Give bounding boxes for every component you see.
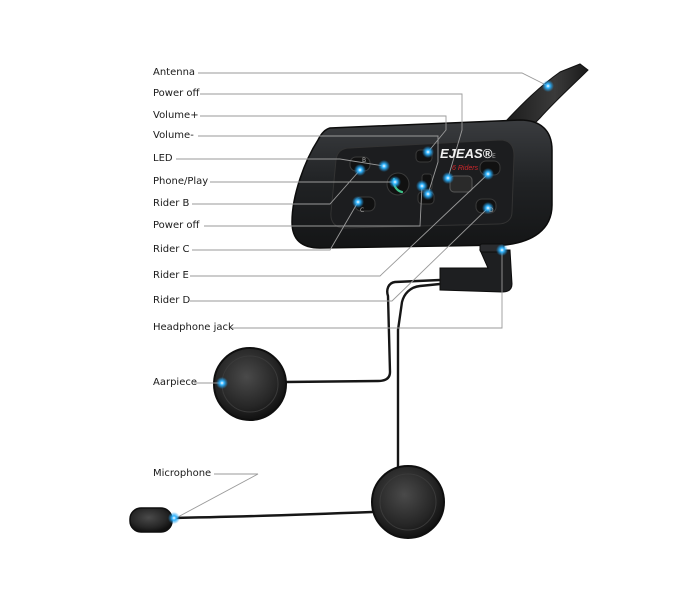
- intercom-unit: [291, 63, 589, 293]
- label-power-off: Power off: [153, 220, 200, 231]
- line-rider-e: [190, 173, 489, 277]
- line-headphone-jack: [230, 250, 503, 329]
- dot-led: [378, 160, 390, 172]
- line-led: [176, 158, 385, 167]
- dot-rider-c: [352, 196, 364, 208]
- line-rider-d: [190, 207, 489, 302]
- dot-power-off: [416, 180, 428, 192]
- line-volume-down: [198, 135, 439, 195]
- device-subtitle: 6 Riders: [452, 165, 479, 172]
- dot-antenna: [542, 80, 554, 92]
- label-power-off-top: Power off: [153, 88, 200, 99]
- dot-headphone-jack: [496, 244, 508, 256]
- label-phone-play: Phone/Play: [153, 176, 209, 187]
- line-volume-up: [200, 115, 447, 153]
- line-power-off: [204, 185, 423, 227]
- marker-dots: [168, 80, 554, 524]
- antenna-shape: [504, 63, 589, 133]
- line-microphone: [175, 473, 259, 519]
- label-headphone-jack: Headphone jack: [153, 322, 234, 333]
- dot-volume-up: [422, 146, 434, 158]
- label-led: LED: [153, 153, 173, 164]
- dot-microphone: [168, 512, 180, 524]
- line-rider-b: [192, 169, 361, 205]
- dot-rider-e: [482, 168, 494, 180]
- label-volume-up: Volume+: [153, 110, 199, 121]
- cable-to-earpiece-right: [396, 282, 442, 472]
- label-rider-e: Rider E: [153, 270, 189, 281]
- label-rider-c: Rider C: [153, 244, 190, 255]
- cable-to-earpiece-left: [283, 278, 442, 384]
- callout-lines: [175, 72, 549, 519]
- label-microphone: Microphone: [153, 468, 212, 479]
- dot-aarpiece: [216, 377, 228, 389]
- dot-rider-d: [482, 202, 494, 214]
- button-moto: [449, 175, 473, 193]
- line-power-off-top: [200, 93, 463, 179]
- dot-phone-play: [389, 176, 401, 188]
- label-rider-b: Rider B: [153, 198, 190, 209]
- microphone-head: [129, 507, 173, 533]
- cable-to-microphone: [166, 510, 374, 520]
- label-rider-d: Rider D: [153, 295, 191, 306]
- label-volume-down: Volume-: [153, 130, 194, 141]
- earpiece-right: [371, 465, 445, 539]
- dot-power-off-top: [442, 172, 454, 184]
- button-letter-d: D: [489, 207, 494, 214]
- button-letter-e: E: [492, 153, 496, 160]
- cables: [166, 278, 442, 520]
- button-letter-b: B: [362, 157, 366, 164]
- dot-rider-b: [354, 164, 366, 176]
- line-rider-c: [192, 201, 359, 251]
- headphone-jack-plug: [439, 249, 513, 293]
- button-letter-c: C: [360, 207, 364, 214]
- line-antenna: [198, 72, 549, 87]
- label-aarpiece: Aarpiece: [153, 377, 198, 388]
- earpiece-left: [213, 347, 287, 421]
- label-antenna: Antenna: [153, 67, 196, 78]
- device-brand: EJEAS®: [440, 146, 493, 161]
